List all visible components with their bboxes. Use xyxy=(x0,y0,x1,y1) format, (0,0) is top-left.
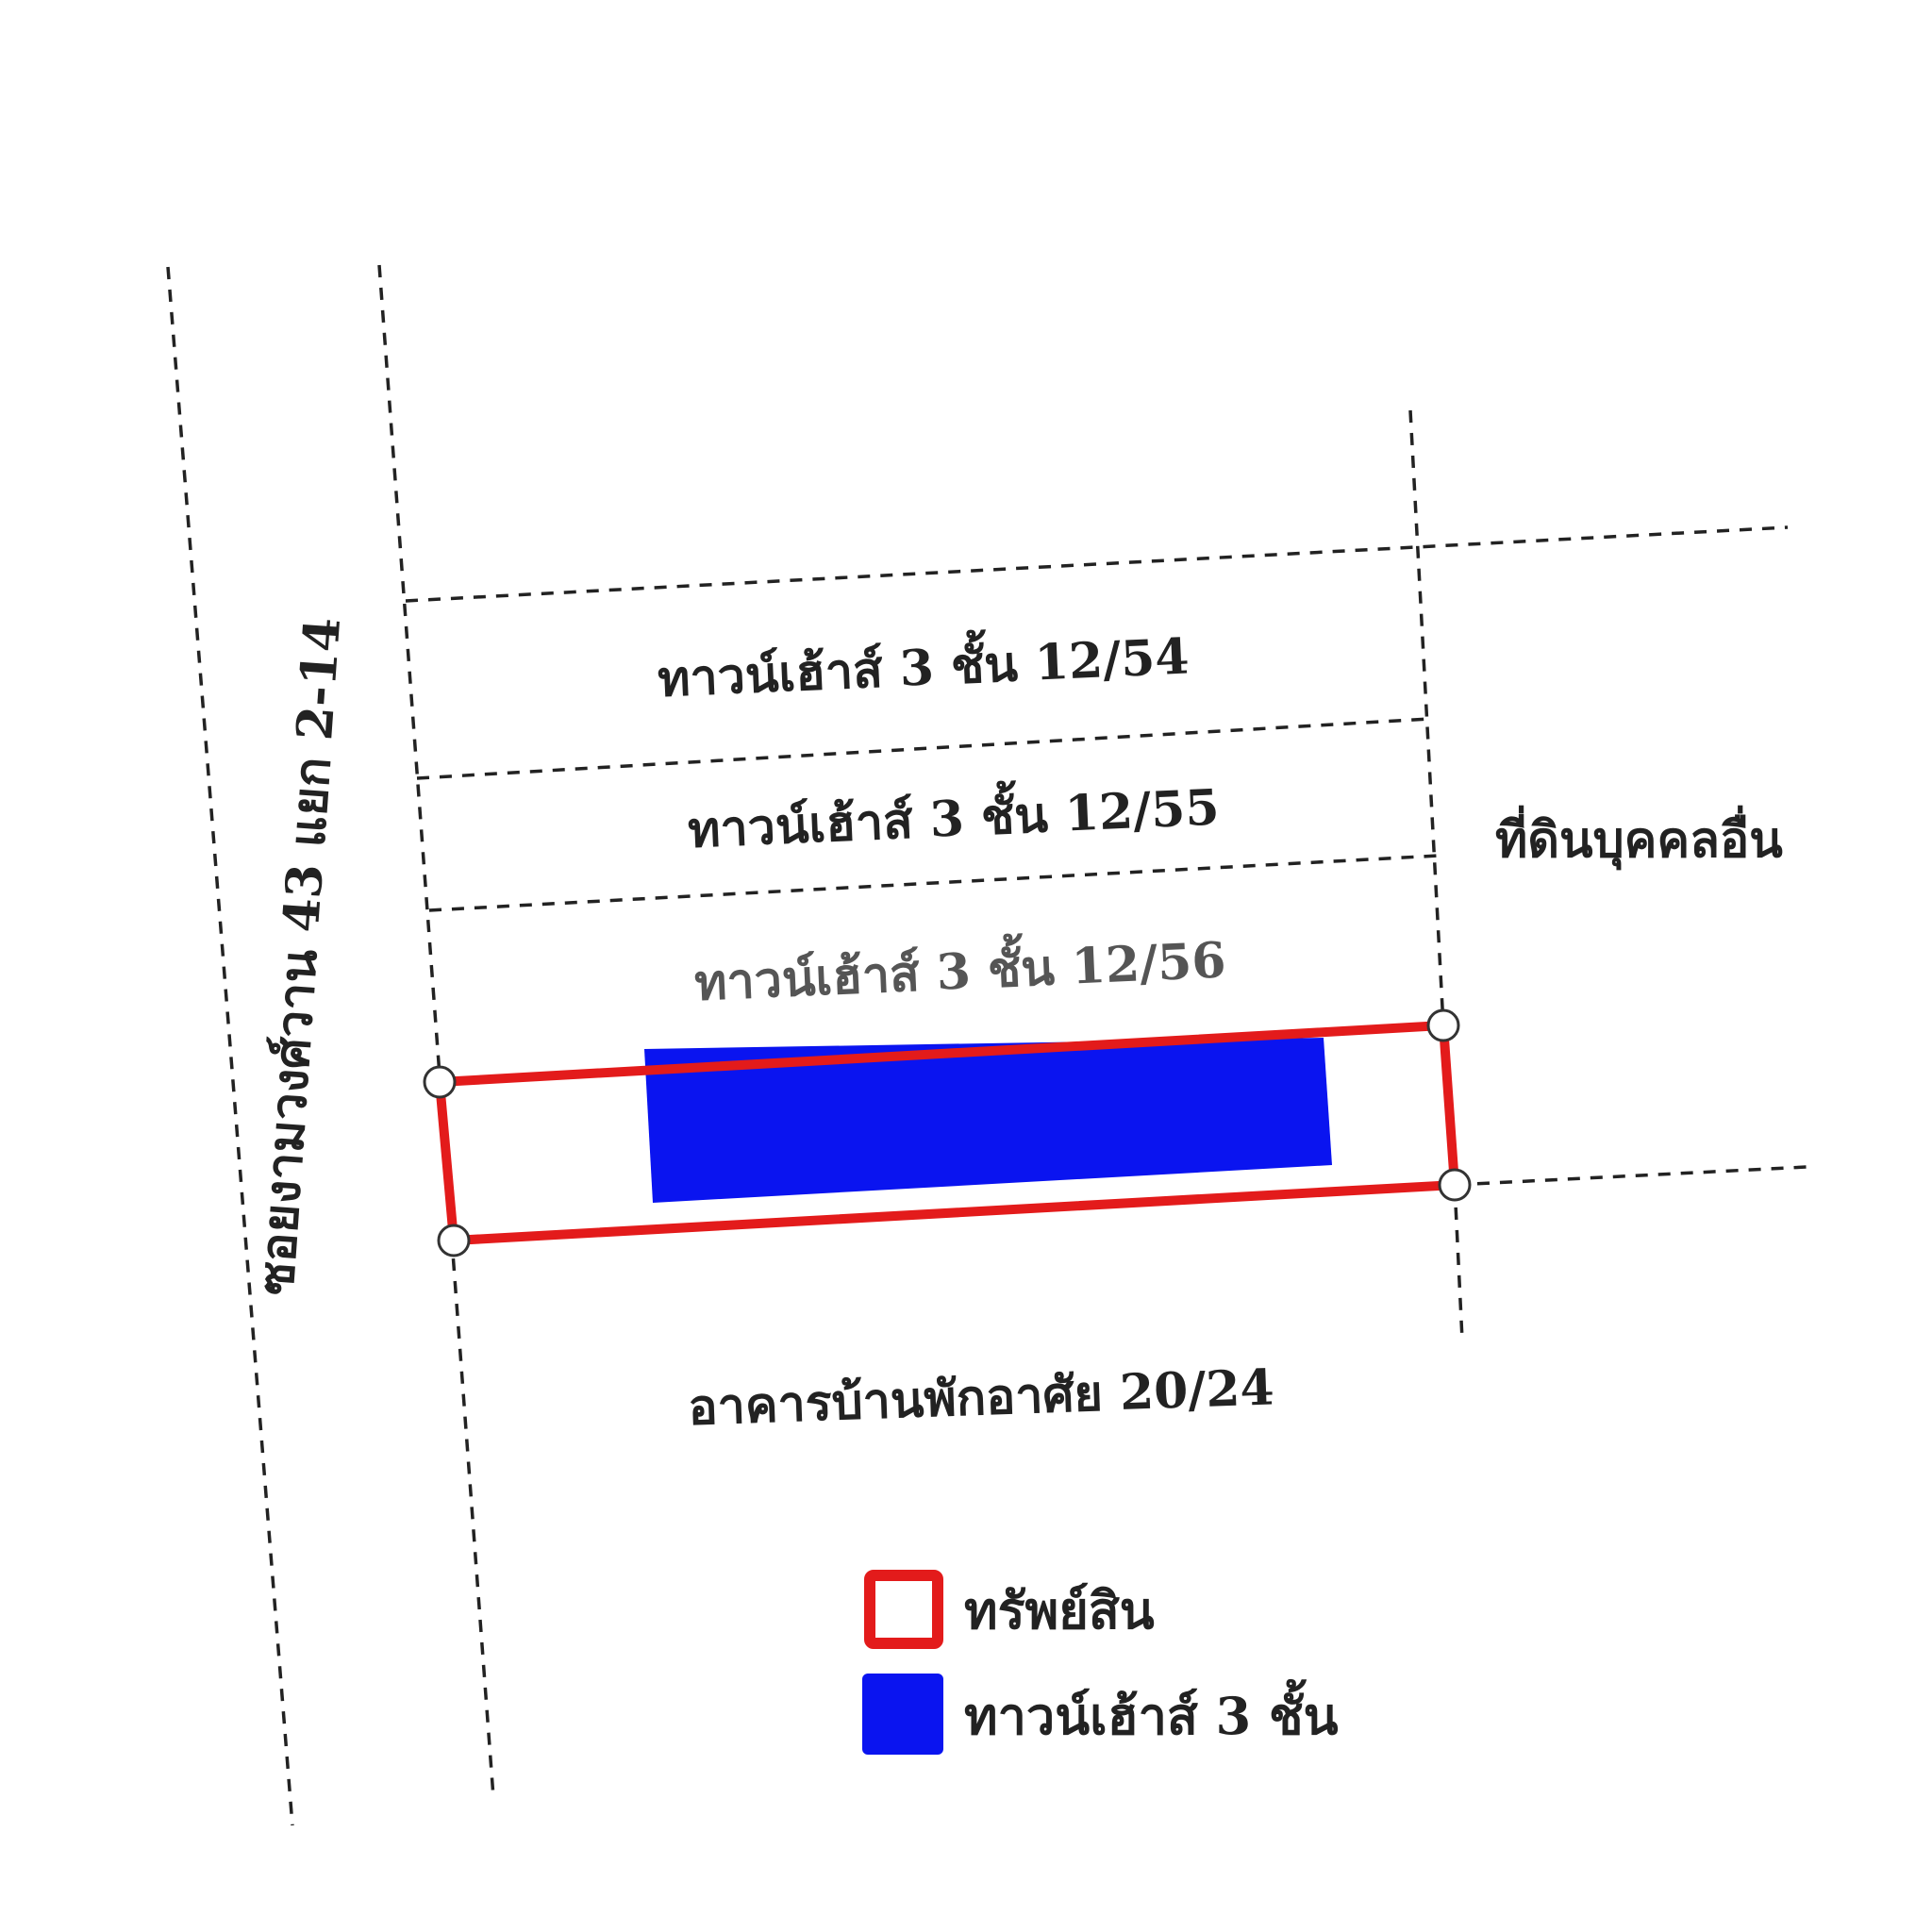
corner-marker-ne xyxy=(1426,1008,1460,1042)
boundary-55-56 xyxy=(428,854,1440,912)
corner-marker-se xyxy=(1438,1168,1472,1202)
unit-56-label: ทาวน์เฮ้าส์ 3 ชั้น 12/56 xyxy=(693,924,1227,1012)
corner-marker-nw xyxy=(423,1065,457,1099)
unit-55-label: ทาวน์เฮ้าส์ 3 ชั้น 12/55 xyxy=(687,771,1221,859)
road-edge-left xyxy=(166,266,294,1826)
legend-label-townhouse: ทาวน์เฮ้าส์ 3 ชั้น xyxy=(964,1679,1339,1746)
other-land-label: ที่ดินบุคคลอื่น xyxy=(1495,806,1783,871)
boundary-right-lower xyxy=(1453,1184,1464,1341)
townhouse-footprint xyxy=(644,1038,1332,1203)
legend-label-property: ทรัพย์สิน xyxy=(964,1580,1155,1641)
road-label: ซอยงามวงศ์วาน 43 แยก 2-14 xyxy=(247,616,352,1297)
unit-54-label: ทาวน์เฮ้าส์ 3 ชั้น 12/54 xyxy=(657,620,1191,708)
road-edge-right xyxy=(377,264,495,1798)
legend: ทรัพย์สิน ทาวน์เฮ้าส์ 3 ชั้น xyxy=(862,1570,1339,1755)
boundary-top xyxy=(405,525,1789,603)
corner-marker-sw xyxy=(437,1224,471,1257)
legend-swatch-property xyxy=(864,1570,943,1649)
house-label: อาคารบ้านพักอาศัย 20/24 xyxy=(687,1358,1274,1437)
boundary-right-east xyxy=(1454,1165,1807,1187)
boundary-right-upper xyxy=(1408,409,1445,1026)
legend-swatch-townhouse xyxy=(862,1674,943,1755)
boundary-54-55 xyxy=(416,717,1430,780)
